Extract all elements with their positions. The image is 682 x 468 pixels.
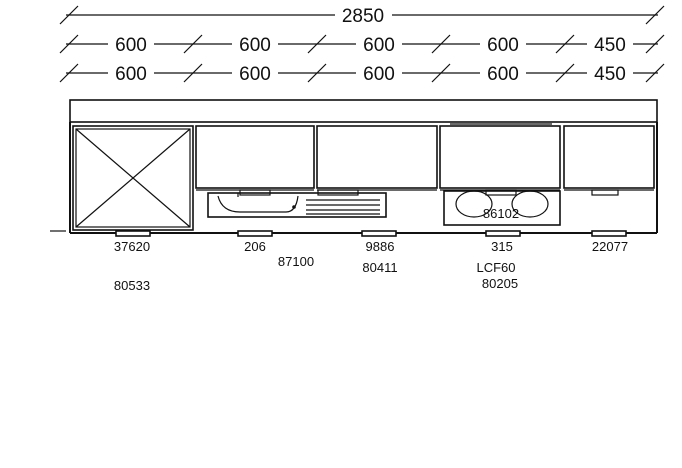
dimension-row-lower: 600 600 600 600 450 (59, 62, 665, 85)
dimension-upper-3: 600 (363, 35, 395, 56)
hob-unit (443, 189, 561, 237)
dimension-total: 2850 (59, 5, 665, 27)
sink-with-drainer (207, 189, 397, 237)
dimension-lower-1: 600 (115, 64, 147, 85)
handle-5 (591, 189, 619, 196)
plinth-foot-4 (485, 230, 521, 237)
worktop-strip (69, 99, 658, 123)
code-87100: 87100 (278, 254, 314, 269)
code-80411: 80411 (362, 260, 397, 275)
dimension-lower-4: 600 (487, 64, 519, 85)
upper-front-3 (316, 125, 438, 191)
dimension-upper-4: 600 (487, 35, 519, 56)
upper-front-4 (439, 123, 561, 191)
dimension-lower-5: 450 (594, 64, 626, 85)
dimension-lower-2: 600 (239, 64, 271, 85)
tall-unit-cross (72, 125, 194, 237)
dimension-lower-3: 600 (363, 64, 395, 85)
dimension-upper-2: 600 (239, 35, 271, 56)
dimension-row-upper: 600 600 600 600 450 (59, 33, 665, 56)
code-80533: 80533 (114, 278, 150, 293)
code-206: 206 (244, 239, 266, 254)
plinth-foot-1 (115, 230, 151, 237)
code-9886: 9886 (366, 239, 395, 254)
code-315: 315 (491, 239, 513, 254)
code-22077: 22077 (592, 239, 628, 254)
upper-front-5 (563, 125, 655, 191)
upper-front-2 (195, 125, 315, 191)
plinth-foot-5 (591, 230, 627, 237)
plinth-foot-3 (361, 230, 397, 237)
code-lcf60: LCF60 (476, 260, 515, 275)
article-codes: 37620 80533 206 87100 9886 80411 86102 3… (114, 206, 628, 293)
dimension-total-label: 2850 (342, 6, 384, 27)
dimension-upper-1: 600 (115, 35, 147, 56)
plinth-foot-2 (237, 230, 273, 237)
code-80205: 80205 (482, 276, 518, 291)
code-37620: 37620 (114, 239, 150, 254)
dimension-upper-5: 450 (594, 35, 626, 56)
code-86102: 86102 (483, 206, 519, 221)
